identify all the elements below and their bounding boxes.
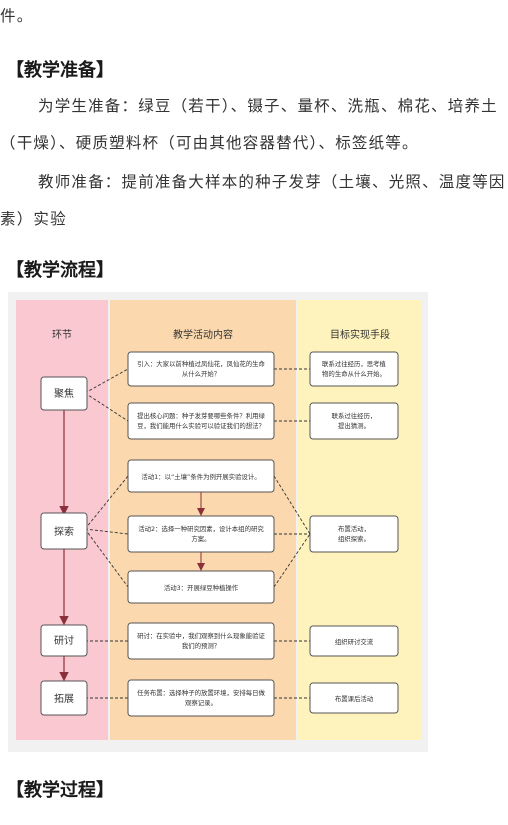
activity-question-line-2: 豆，我们能用什么实验可以验证我们的想法？ [137,421,265,430]
text-line-top: 件。 [0,7,34,25]
activity-intro-line-2: 从什么开始？ [182,369,220,378]
activity-intro-line-1: 引入：大家以前种植过凤仙花，凤仙花的生命 [137,359,265,368]
goal-box-5 [309,682,399,714]
stage-box-discuss [40,624,88,657]
activity-act2-line-1: 活动2：选择一种研究因素，设计本组的研究 [138,524,264,533]
heading-teaching-flow: 【教学流程】 [6,260,114,281]
goal-box-1 [309,351,399,387]
goal-1-line-1: 联系过往经历，思考植 [322,359,387,368]
stage-label-focus: 聚焦 [54,387,74,400]
column-header-stage: 环节 [52,329,72,341]
goal-4: 组织研讨交流 [335,637,374,646]
heading-teaching-prep: 【教学准备】 [6,60,114,81]
stage-box-focus [40,376,88,411]
activity-box-discuss [127,622,275,660]
teaching-flowchart: 环节 教学活动内容 目标实现手段 聚焦 探索 研讨 拓展 [8,292,428,752]
goal-box-4 [309,625,399,657]
activity-task-line-2: 观察记录。 [185,698,217,707]
goal-5: 布置课后活动 [335,694,374,703]
prep-teacher-line-2: 素）实验 [0,210,67,228]
stage-label-extend: 拓展 [54,693,74,705]
goal-3-line-2: 组织探索。 [338,534,370,543]
prep-teacher-line-1: 教师准备：提前准备大样本的种子发芽（土壤、光照、温度等因 [38,173,506,191]
activity-task-line-1: 任务布置：选择种子的放置环境，安排每日做 [137,688,265,697]
activity-discuss-line-2: 我们的预测？ [182,641,220,650]
activity-question-line-1: 提出核心问题：种子发芽要哪些条件？利用绿 [137,411,265,420]
column-header-activity: 教学活动内容 [173,328,233,341]
activity-discuss-line-1: 研讨：在实验中，我们观察到什么现象能验证 [137,631,265,640]
stage-box-explore [40,512,88,550]
activity-box-act2 [127,515,275,553]
column-header-goal: 目标实现手段 [330,328,390,341]
goal-box-3 [309,515,399,553]
activity-act1: 活动1：以“土壤”条件为例开展实验设计。 [141,472,260,481]
activity-act2-line-2: 方案。 [191,534,210,543]
stage-label-explore: 探索 [54,525,74,538]
prep-student-line-1: 为学生准备：绿豆（若干）、镊子、量杯、洗瓶、棉花、培养土 [38,97,498,115]
activity-box-intro [127,351,275,387]
stage-box-extend [40,680,88,716]
stage-label-discuss: 研讨 [54,635,74,647]
activity-box-question [127,402,275,440]
heading-teaching-process: 【教学过程】 [6,780,114,801]
goal-2-line-2: 提出猜测。 [338,421,370,430]
activity-act3: 活动3：开展绿豆种植操作 [164,583,239,592]
goal-1-line-2: 物的生命从什么开始。 [322,369,386,378]
goal-box-2 [309,402,399,440]
goal-3-line-1: 布置活动， [338,524,370,533]
goal-2-line-1: 联系过往经历， [332,411,377,420]
prep-student-line-2: （干燥）、硬质塑料杯（可由其他容器替代）、标签纸等。 [0,134,419,152]
activity-box-act3 [127,570,275,604]
activity-box-task [127,679,275,717]
